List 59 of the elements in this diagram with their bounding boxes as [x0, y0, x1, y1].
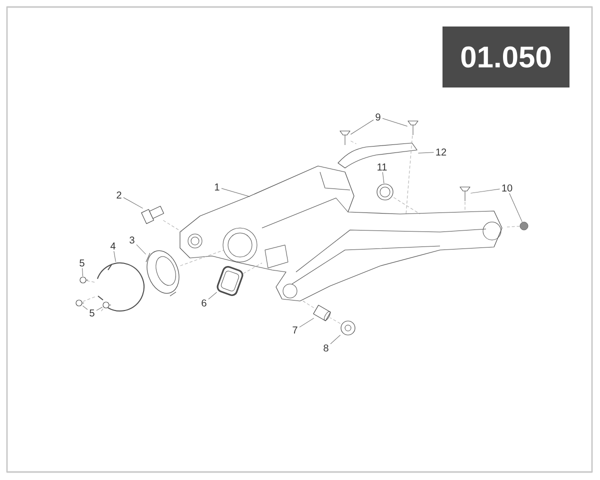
leader-line — [382, 118, 408, 126]
leader-line — [221, 188, 250, 197]
leader-line — [350, 120, 374, 135]
callout-number: 7 — [292, 326, 298, 334]
center-line — [82, 296, 96, 302]
center-line — [464, 201, 466, 212]
nut-drawing — [340, 320, 356, 336]
screw-drawing — [76, 300, 84, 306]
center-line — [100, 308, 104, 312]
callout-number: 6 — [202, 299, 206, 307]
center-line — [180, 250, 224, 266]
leader-line — [114, 250, 116, 262]
callout-number: 8 — [324, 344, 328, 352]
leader-line — [96, 306, 103, 311]
screw-drawing — [102, 302, 112, 308]
code-badge: 01.050 — [442, 26, 570, 88]
center-line — [393, 197, 420, 214]
leader-line — [382, 172, 384, 184]
callout-number: 2 — [116, 192, 122, 198]
leader-line — [330, 334, 341, 344]
bearing-housing-drawing — [146, 250, 180, 296]
gasket-drawing — [220, 270, 240, 292]
bushing-drawing — [313, 304, 331, 322]
leader-line — [509, 193, 522, 222]
center-line — [330, 317, 341, 324]
screw-drawing — [340, 130, 350, 146]
center-line — [350, 140, 357, 144]
nut-drawing — [520, 222, 528, 230]
callout-number: 1 — [215, 184, 220, 190]
center-line — [406, 135, 413, 214]
leader-line — [470, 188, 500, 194]
callout-number: 9 — [376, 113, 380, 121]
leader-line — [299, 318, 314, 328]
screw-drawing — [408, 120, 418, 136]
callout-number: 5 — [90, 310, 94, 316]
leader-line — [82, 306, 88, 310]
leader-line — [208, 292, 218, 300]
callout-number: 11 — [378, 164, 387, 170]
leader-line — [418, 152, 434, 154]
callout-number: 10 — [502, 184, 512, 192]
circlip-drawing — [96, 262, 144, 312]
swingarm-drawing — [180, 166, 502, 302]
leader-line — [136, 244, 146, 254]
callout-number: 4 — [110, 242, 116, 250]
bolt-drawing — [141, 206, 164, 224]
leader-line — [82, 268, 84, 277]
center-line — [86, 280, 96, 283]
cap-drawing — [376, 184, 394, 200]
center-line — [242, 262, 262, 274]
center-line — [302, 300, 314, 308]
screw-drawing — [80, 276, 88, 284]
callout-number: 5 — [80, 260, 84, 266]
callout-number: 3 — [130, 236, 134, 244]
callout-number: 12 — [436, 148, 446, 156]
screw-drawing — [460, 186, 470, 202]
center-line — [162, 220, 182, 232]
center-line — [506, 226, 520, 228]
leader-line — [123, 197, 144, 209]
cover-drawing — [338, 142, 418, 168]
